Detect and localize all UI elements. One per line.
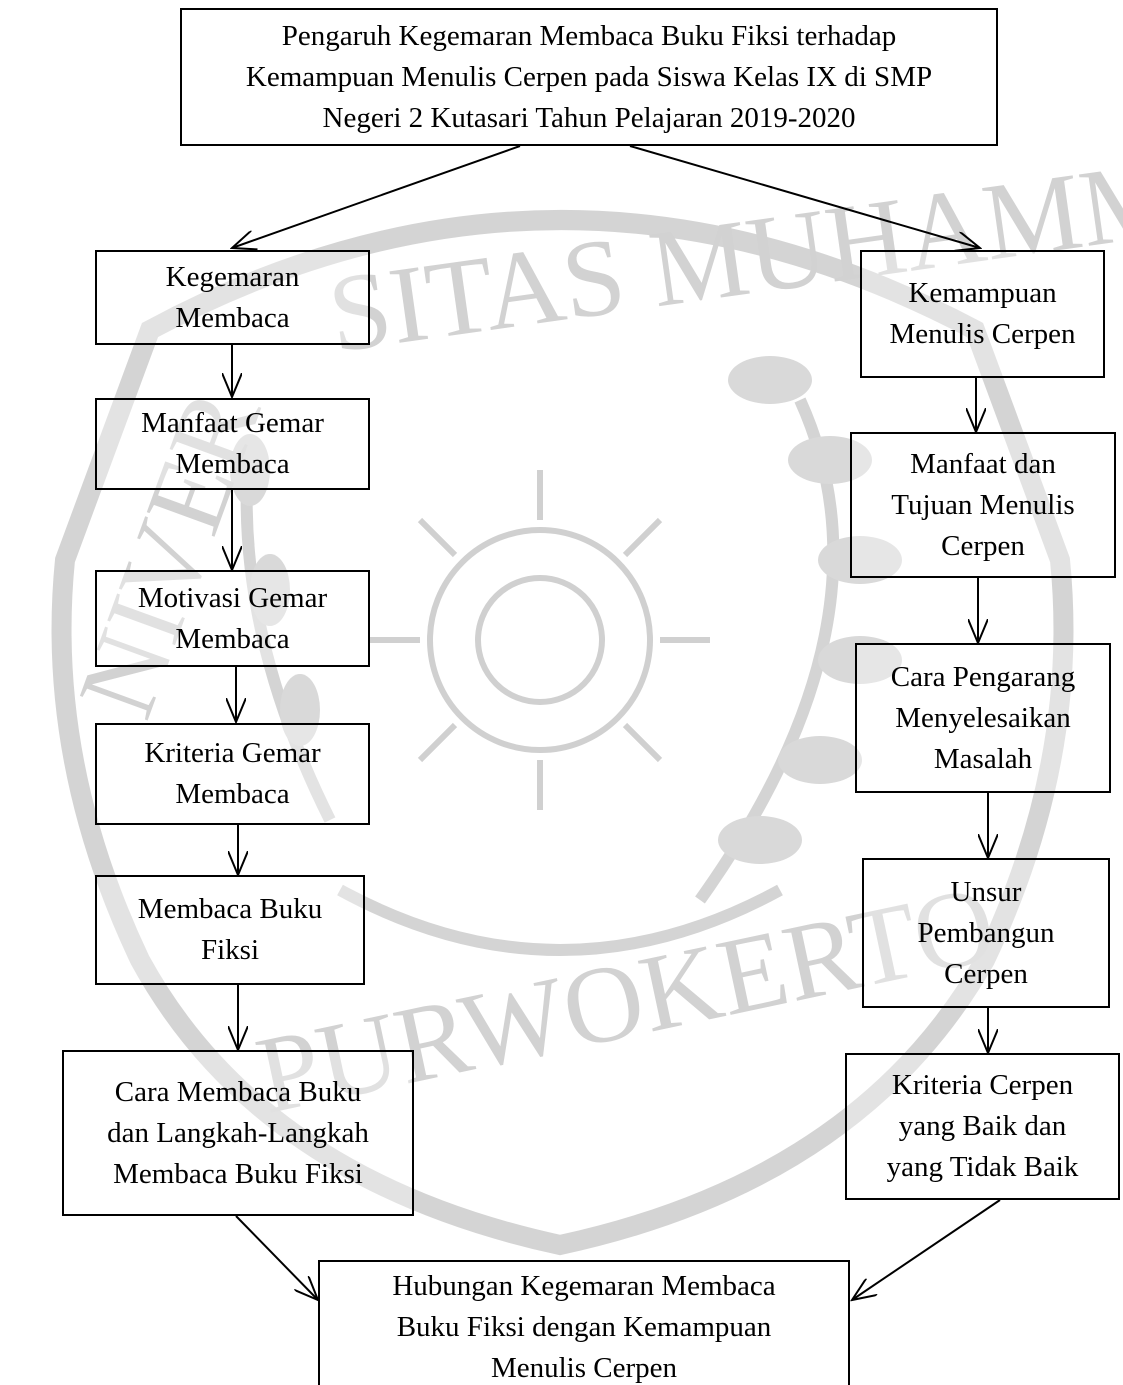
node-line: Cerpen [944, 957, 1028, 990]
watermark-laurel-leaf [778, 736, 862, 784]
node-line: Manfaat dan [910, 447, 1056, 480]
node-line: Membaca [175, 301, 290, 334]
arrow-title-to-left [232, 145, 521, 248]
node-kegemaran-membaca: Kegemaran Membaca [95, 250, 370, 345]
arrow-left-to-bottom [235, 1215, 318, 1300]
node-line: dan Langkah-Langkah [107, 1116, 369, 1149]
node-motivasi-gemar-membaca: Motivasi Gemar Membaca [95, 570, 370, 667]
node-line: Kriteria Gemar [144, 737, 321, 769]
watermark-laurel-leaf [818, 636, 902, 684]
watermark-ribbon [337, 884, 783, 956]
title-line: Kemampuan Menulis Cerpen pada Siswa Kela… [245, 60, 933, 93]
node-cara-membaca-buku: Cara Membaca Buku dan Langkah-Langkah Me… [62, 1050, 414, 1216]
watermark-laurel-leaf [250, 554, 290, 626]
node-cara-pengarang: Cara Pengarang Menyelesaikan Masalah [855, 643, 1111, 793]
muhammadiyah-sun-emblem-icon [370, 470, 710, 810]
node-kemampuan-menulis-cerpen: Kemampuan Menulis Cerpen [860, 250, 1105, 378]
arrow-title-to-right [629, 145, 980, 248]
node-line: Unsur [950, 875, 1022, 908]
node-line: Tujuan Menulis [891, 488, 1075, 521]
arrow-right-to-bottom [852, 1199, 1001, 1300]
watermark-laurel-leaf [280, 674, 320, 746]
node-line: Motivasi Gemar [137, 581, 328, 614]
node-line: Menulis Cerpen [490, 1352, 678, 1384]
node-line: Membaca [175, 448, 290, 480]
node-line: Manfaat Gemar [141, 407, 324, 439]
node-line: Cara Pengarang [890, 660, 1076, 693]
node-line: Fiksi [200, 934, 260, 966]
node-line: Cara Membaca Buku [114, 1075, 362, 1108]
watermark-shield-outline [51, 210, 1074, 1256]
title-line: Negeri 2 Kutasari Tahun Pelajaran 2019-2… [322, 101, 856, 134]
node-line: Menyelesaikan [895, 701, 1071, 734]
node-line: Kegemaran [165, 260, 300, 293]
node-kriteria-gemar-membaca: Kriteria Gemar Membaca [95, 723, 370, 825]
node-hubungan: Hubungan Kegemaran Membaca Buku Fiksi de… [318, 1260, 850, 1385]
node-line: Kriteria Cerpen [891, 1069, 1074, 1101]
node-line: Cerpen [941, 529, 1025, 562]
node-line: Hubungan Kegemaran Membaca [392, 1270, 776, 1302]
node-line: Membaca Buku Fiksi [113, 1157, 363, 1190]
watermark-laurel-leaf [718, 816, 802, 864]
node-line: Kemampuan [908, 277, 1057, 309]
node-line: Membaca Buku [137, 893, 323, 925]
node-line: Buku Fiksi dengan Kemampuan [396, 1311, 772, 1343]
node-line: yang Tidak Baik [886, 1151, 1079, 1183]
title-line: Pengaruh Kegemaran Membaca Buku Fiksi te… [281, 19, 897, 52]
title-node: Pengaruh Kegemaran Membaca Buku Fiksi te… [180, 8, 998, 146]
node-membaca-buku-fiksi: Membaca Buku Fiksi [95, 875, 365, 985]
node-unsur-pembangun-cerpen: Unsur Pembangun Cerpen [862, 858, 1110, 1008]
watermark-laurel-leaf [818, 536, 902, 584]
node-line: Pembangun [917, 916, 1055, 949]
node-manfaat-tujuan-menulis: Manfaat dan Tujuan Menulis Cerpen [850, 432, 1116, 578]
node-line: yang Baik dan [898, 1110, 1067, 1142]
node-line: Membaca [175, 622, 290, 655]
node-line: Menulis Cerpen [889, 318, 1076, 350]
node-line: Membaca [175, 778, 290, 810]
node-kriteria-cerpen: Kriteria Cerpen yang Baik dan yang Tidak… [845, 1053, 1120, 1200]
watermark-laurel-leaf [728, 356, 812, 404]
node-line: Masalah [933, 742, 1033, 775]
node-manfaat-gemar-membaca: Manfaat Gemar Membaca [95, 398, 370, 490]
